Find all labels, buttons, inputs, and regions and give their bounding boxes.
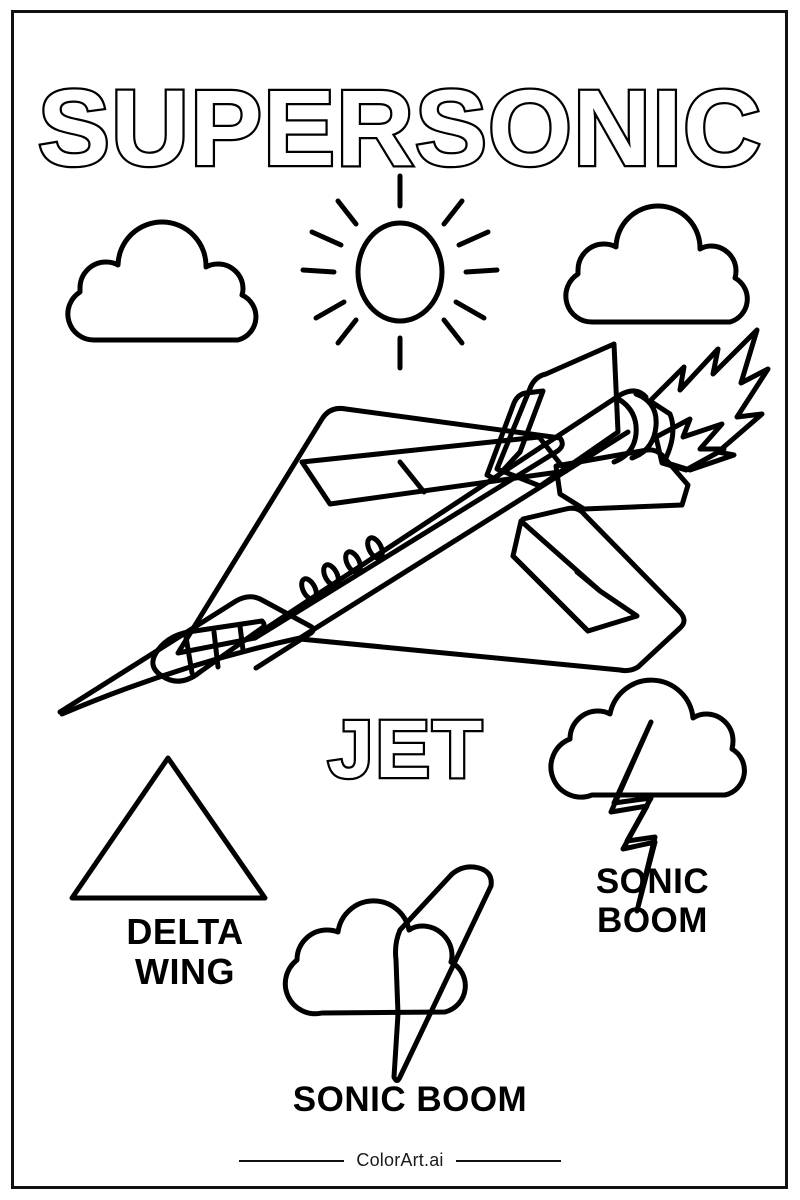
label-delta-wing: DELTA WING <box>126 911 244 993</box>
footer-rule-right <box>455 1159 561 1162</box>
footer-brand: ColorArt.ai <box>356 1150 444 1170</box>
label-sonic-boom-cloud-bolt: SONIC BOOM <box>292 1080 528 1119</box>
footer-rule-left <box>239 1159 345 1162</box>
label-sonic-boom-thundercloud: SONIC BOOM <box>595 862 710 941</box>
page-border-frame <box>11 10 788 1189</box>
footer: ColorArt.ai <box>0 1150 800 1171</box>
